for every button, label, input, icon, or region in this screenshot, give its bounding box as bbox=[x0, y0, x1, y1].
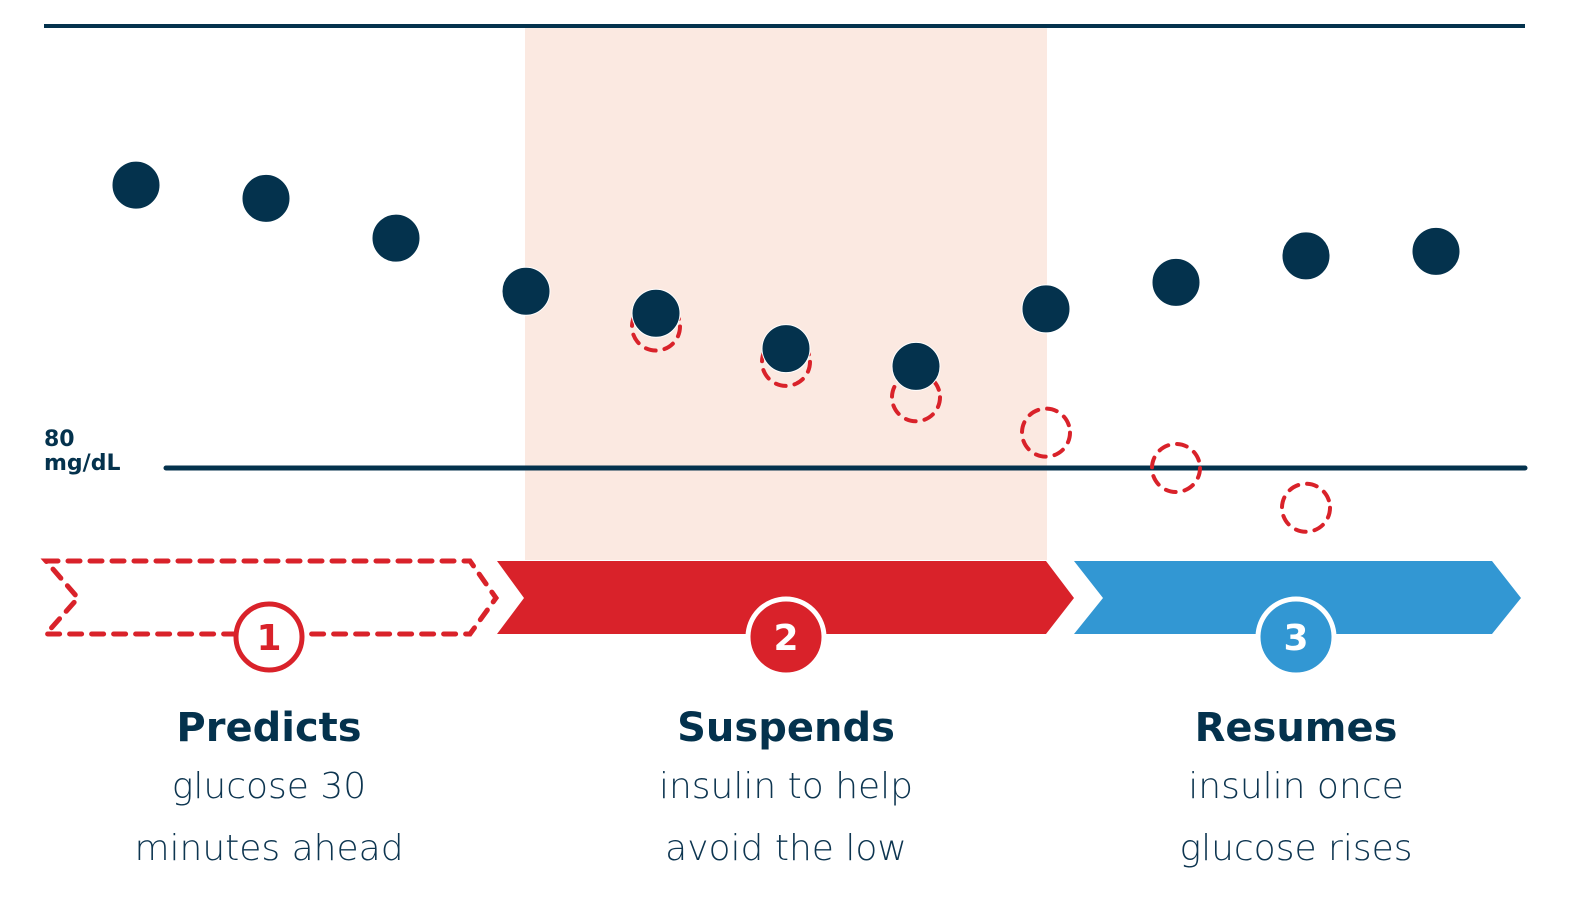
glucose-reading-dot bbox=[1021, 284, 1071, 334]
step-1-caption: Predicts glucose 30 minutes ahead bbox=[59, 700, 479, 880]
step-1-title: Predicts bbox=[176, 705, 362, 751]
glucose-reading-dot bbox=[371, 213, 421, 263]
step-1-badge: 1 bbox=[233, 601, 305, 673]
glucose-reading-dot bbox=[891, 341, 941, 391]
glucose-reading-dot bbox=[761, 324, 811, 374]
step-3-title: Resumes bbox=[1194, 705, 1398, 751]
predicted-glucose-dot bbox=[1150, 442, 1202, 494]
predicted-glucose-dot bbox=[1280, 481, 1332, 534]
step-1-number: 1 bbox=[256, 618, 281, 659]
glucose-reading-dot bbox=[111, 160, 161, 210]
threshold-label: 80 mg/dL bbox=[44, 428, 120, 476]
step-2-desc-line1: insulin to help bbox=[658, 766, 914, 807]
step-3-desc-line1: insulin once bbox=[1188, 766, 1404, 807]
step-2-desc-line2: avoid the low bbox=[665, 828, 907, 869]
step-1-desc-line1: glucose 30 bbox=[171, 766, 367, 807]
glucose-reading-dot bbox=[1411, 226, 1461, 276]
step-2-number: 2 bbox=[773, 618, 798, 659]
step-3-desc-line2: glucose rises bbox=[1179, 828, 1413, 869]
step-3-badge: 3 bbox=[1255, 596, 1337, 678]
step-3-caption: Resumes insulin once glucose rises bbox=[1086, 700, 1506, 880]
step-3-number: 3 bbox=[1283, 618, 1308, 659]
threshold-unit: mg/dL bbox=[44, 451, 121, 476]
step-1-desc-line2: minutes ahead bbox=[134, 828, 404, 869]
step-2-badge: 2 bbox=[745, 596, 827, 678]
step-2-caption: Suspends insulin to help avoid the low bbox=[576, 700, 996, 880]
suspend-band bbox=[525, 28, 1047, 560]
glucose-reading-dot bbox=[631, 288, 681, 338]
predicted-glucose-dot bbox=[1020, 406, 1072, 459]
step-2-title: Suspends bbox=[677, 705, 895, 751]
glucose-reading-dot bbox=[501, 266, 551, 316]
glucose-reading-dot bbox=[241, 173, 291, 223]
step-1-arrow-dashed bbox=[40, 558, 500, 637]
threshold-value: 80 bbox=[44, 427, 75, 452]
glucose-reading-dot bbox=[1151, 257, 1201, 307]
glucose-reading-dot bbox=[1281, 231, 1331, 281]
